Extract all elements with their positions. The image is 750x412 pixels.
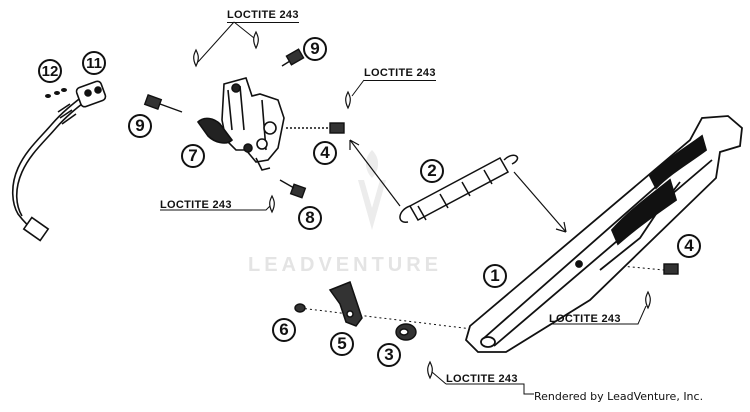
loctite-label-left: LOCTITE 243 bbox=[160, 199, 232, 211]
callout-3: 3 bbox=[377, 343, 401, 367]
spacer-3 bbox=[395, 323, 417, 341]
callout-6: 6 bbox=[272, 318, 296, 342]
callout-5: 5 bbox=[330, 332, 354, 356]
washer-6 bbox=[294, 303, 306, 313]
bracket-assembly bbox=[196, 77, 285, 171]
bolt-8 bbox=[279, 179, 307, 199]
callout-9-top: 9 bbox=[303, 37, 327, 61]
loctite-label-right: LOCTITE 243 bbox=[549, 313, 621, 325]
bolt-9-left bbox=[143, 94, 183, 113]
callout-11: 11 bbox=[82, 51, 106, 75]
leader-lines bbox=[160, 21, 665, 395]
spring-2 bbox=[399, 154, 519, 223]
callout-4-top: 4 bbox=[313, 141, 337, 165]
arrow-lines bbox=[349, 139, 567, 233]
watermark-text: LEADVENTURE bbox=[248, 254, 443, 276]
callout-4-right: 4 bbox=[677, 234, 701, 258]
callout-9-left: 9 bbox=[128, 114, 152, 138]
callout-2: 2 bbox=[420, 159, 444, 183]
callout-7: 7 bbox=[181, 144, 205, 168]
nut-4-top bbox=[286, 122, 345, 134]
loctite-label-mid: LOCTITE 243 bbox=[364, 67, 436, 81]
loctite-label-top: LOCTITE 243 bbox=[227, 9, 299, 23]
small-screws-12 bbox=[45, 88, 67, 98]
callout-12: 12 bbox=[38, 59, 62, 83]
loctite-drops bbox=[193, 30, 651, 380]
cable-assembly bbox=[11, 80, 107, 242]
callout-8: 8 bbox=[298, 206, 322, 230]
nut-4-right bbox=[663, 263, 679, 275]
callout-1: 1 bbox=[483, 264, 507, 288]
kickstand-arm bbox=[464, 115, 743, 353]
credit-text: Rendered by LeadVenture, Inc. bbox=[534, 390, 704, 403]
bolt-9-top bbox=[281, 48, 305, 67]
loctite-label-bottom: LOCTITE 243 bbox=[446, 373, 518, 385]
plate-5 bbox=[328, 281, 363, 327]
watermark-logo bbox=[358, 150, 386, 230]
